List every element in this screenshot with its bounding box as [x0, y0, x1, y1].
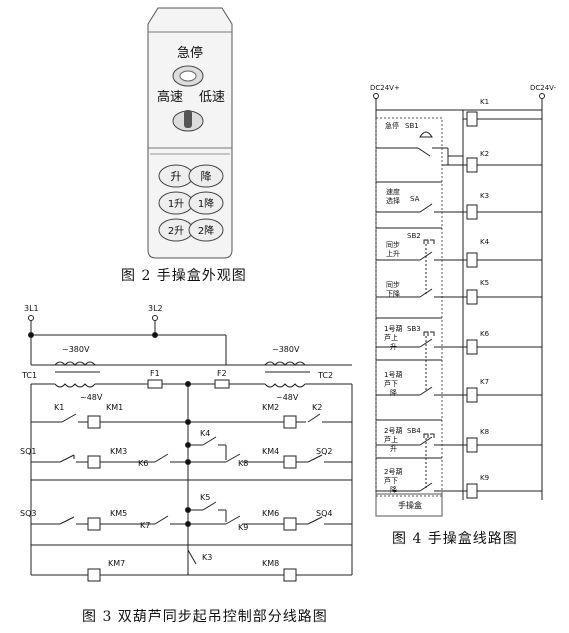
btn-2-down	[188, 218, 224, 242]
sync-down-label-2: 下降	[386, 289, 400, 298]
fuse-f2-label: F2	[217, 369, 227, 378]
relay-coils: K1 K2 K3 K4 K5 K6 K7 K8 K9	[466, 98, 490, 499]
km2-label: KM2	[262, 403, 279, 412]
h1-down-label-1: 1号葫	[384, 370, 402, 379]
fig3-caption: 图 3 双葫芦同步起吊控制部分线路图	[82, 609, 328, 625]
k1-label: K1	[54, 403, 64, 412]
h2-up-label-3: 升	[390, 444, 397, 453]
btn-1-up-label: 1升	[168, 198, 184, 210]
btn-2-down-label: 2降	[198, 224, 214, 237]
k3-label: K3	[202, 553, 212, 562]
k6-coil-label: K6	[480, 330, 490, 338]
h1-down-label-2: 芦下	[384, 379, 398, 388]
speed-high-label: 高速	[157, 89, 183, 105]
k7-coil-label: K7	[480, 378, 489, 386]
tc1-primary-label: ~380V	[62, 345, 90, 354]
k6-label: K6	[138, 459, 148, 468]
h2-down-label-1: 2号葫	[384, 467, 402, 476]
km1-label: KM1	[106, 403, 123, 412]
h1-up-label-2: 芦上	[384, 333, 398, 342]
k4-coil-label: K4	[480, 238, 490, 246]
sq3-label: SQ3	[20, 509, 36, 518]
tc2-primary-label: ~380V	[272, 345, 300, 354]
btn-2-up-label: 2升	[168, 225, 184, 237]
fuse-f2	[214, 379, 230, 389]
fig2-handbox: 急停 高速 低速 升 降 1升 1降 2升 2降	[147, 7, 233, 259]
tc1-label: TC1	[21, 371, 37, 380]
sb4-label: SB4	[407, 427, 421, 435]
k9-coil-label: K9	[480, 474, 489, 482]
k9-label: K9	[238, 523, 248, 532]
direction-buttons: 升 降 1升 1降 2升 2降	[158, 164, 224, 242]
speed-low-label: 低速	[199, 90, 225, 105]
tc2-label: TC2	[317, 371, 333, 380]
k4-label: K4	[200, 429, 210, 438]
dc24v-minus-label: DC24V-	[530, 84, 557, 92]
sb2-label: SB2	[407, 232, 421, 240]
k5-coil-label: K5	[480, 279, 489, 287]
sq1-label: SQ1	[20, 447, 36, 456]
sq4-label: SQ4	[316, 509, 332, 518]
sb3-label: SB3	[407, 325, 421, 333]
k2-label: K2	[312, 403, 322, 412]
sync-up-label-2: 上升	[386, 249, 400, 258]
fig3-circuit: 3L1 3L2 ~380V ~380V TC1 TC2 ~48V ~48V F1…	[20, 304, 353, 582]
speed-label-2: 选择	[386, 196, 400, 205]
km4-label: KM4	[262, 447, 279, 456]
k1-coil-label: K1	[480, 98, 489, 106]
handbox-enclosure	[375, 117, 443, 497]
h1-down-label-3: 降	[390, 388, 397, 397]
k3-coil-label: K3	[480, 192, 489, 200]
terminal-3l1-label: 3L1	[24, 304, 39, 313]
btn-down	[188, 164, 224, 188]
fig2-caption: 图 2 手操盒外观图	[121, 268, 247, 284]
btn-1-down	[188, 191, 224, 215]
sa-label: SA	[410, 195, 420, 203]
estop-label-fig4: 急停	[385, 121, 399, 130]
k7-label: K7	[140, 521, 150, 530]
km5-label: KM5	[110, 509, 127, 518]
h2-up-label-2: 芦上	[384, 435, 398, 444]
km8-label: KM8	[262, 559, 279, 568]
speed-label-1: 速度	[386, 187, 400, 196]
sb1-label: SB1	[405, 122, 419, 130]
fuse-f1	[147, 379, 163, 389]
h2-down-label-3: 降	[390, 485, 397, 494]
sq2-label: SQ2	[316, 447, 332, 456]
handbox-label: 手操盒	[398, 500, 422, 510]
tc1-secondary-label: ~48V	[80, 393, 103, 402]
k2-coil-label: K2	[480, 150, 489, 158]
fuse-f1-label: F1	[150, 369, 160, 378]
km3-label: KM3	[110, 447, 127, 456]
sync-down-label-1: 同步	[386, 281, 400, 289]
k8-coil-label: K8	[480, 428, 489, 436]
fig4-circuit: DC24V+ DC24V- 手操盒 K1 K2 K3 K4 K5 K6 K7 K…	[370, 84, 557, 517]
k8-label: K8	[238, 459, 248, 468]
k5-label: K5	[200, 493, 210, 502]
btn-1-down-label: 1降	[198, 197, 214, 210]
km7-label: KM7	[108, 559, 125, 568]
btn-up-label: 升	[171, 170, 182, 183]
h2-down-label-2: 芦下	[384, 476, 398, 485]
km6-label: KM6	[262, 509, 279, 518]
tc2-secondary-label: ~48V	[276, 393, 299, 402]
sync-up-label-1: 同步	[386, 241, 400, 249]
h1-up-label-1: 1号葫	[384, 324, 402, 333]
fig4-caption: 图 4 手操盒线路图	[392, 531, 518, 547]
estop-label: 急停	[177, 45, 203, 61]
btn-down-label: 降	[201, 169, 212, 183]
h2-up-label-1: 2号葫	[384, 426, 402, 435]
terminal-3l2-label: 3L2	[148, 304, 163, 313]
dc24v-plus-label: DC24V+	[370, 84, 400, 92]
